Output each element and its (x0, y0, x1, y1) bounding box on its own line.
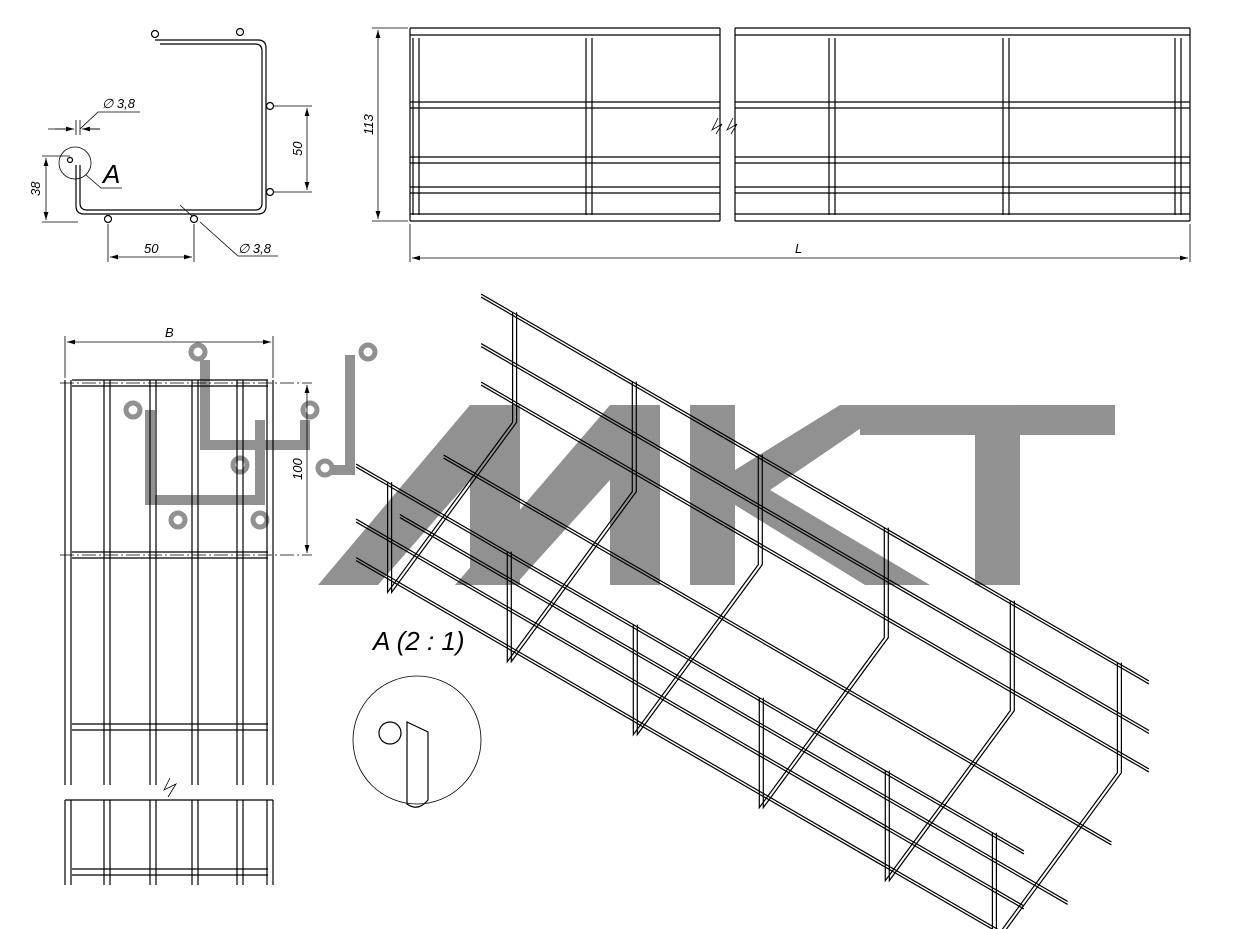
longitudinal-wire (480, 293, 1150, 682)
longitudinal-wire (355, 518, 1025, 907)
longitudinal-wire (355, 560, 994, 929)
section-view: A ∅ 3,8 38 50 50 ∅ 3,8 (28, 27, 312, 262)
logo-watermark (123, 342, 1115, 585)
longitudinal-wire (355, 521, 1025, 910)
longitudinal-wire (480, 343, 1150, 731)
diameter-label-bottom: ∅ 3,8 (238, 241, 272, 256)
detail-title: A (2 : 1) (371, 626, 465, 656)
dimension-L: L (795, 241, 802, 256)
logo-cart-icon (145, 355, 355, 505)
dimension-100: 100 (290, 458, 305, 480)
longitudinal-wire (355, 557, 999, 929)
longitudinal-wire (480, 381, 1150, 770)
detail-a-circle (58, 146, 92, 180)
longitudinal-wire-dots (66, 27, 275, 224)
logo-letters (318, 405, 1115, 585)
break-mark-icon (163, 777, 178, 798)
longitudinal-wire (443, 457, 1112, 846)
u-frame-wire (995, 662, 1122, 929)
dimension-113: 113 (361, 114, 376, 135)
longitudinal-wire (480, 346, 1150, 734)
longitudinal-wire (480, 384, 1150, 773)
detail-marker-label: A (101, 159, 120, 189)
dimension-B: B (165, 325, 174, 340)
dimension-bottom-50: 50 (144, 241, 159, 256)
detail-a: A (2 : 1) (352, 626, 482, 808)
break-mark-icon (711, 117, 738, 135)
plan-view: B 100 (60, 325, 312, 885)
side-view: 113 L (361, 27, 1191, 262)
dimension-side-50: 50 (290, 141, 305, 156)
longitudinal-wire (443, 454, 1112, 843)
longitudinal-wire (355, 463, 1025, 852)
dimension-38: 38 (28, 181, 43, 196)
longitudinal-wire (399, 514, 1068, 902)
diameter-label-top: ∅ 3,8 (102, 96, 136, 111)
longitudinal-wire (480, 296, 1150, 685)
longitudinal-wire (355, 466, 1025, 855)
section-wire-inner (79, 43, 263, 211)
section-wire-outer (75, 39, 267, 215)
isometric-tray (355, 293, 1150, 929)
longitudinal-wire (399, 517, 1068, 905)
u-frame-wire (991, 662, 1118, 929)
